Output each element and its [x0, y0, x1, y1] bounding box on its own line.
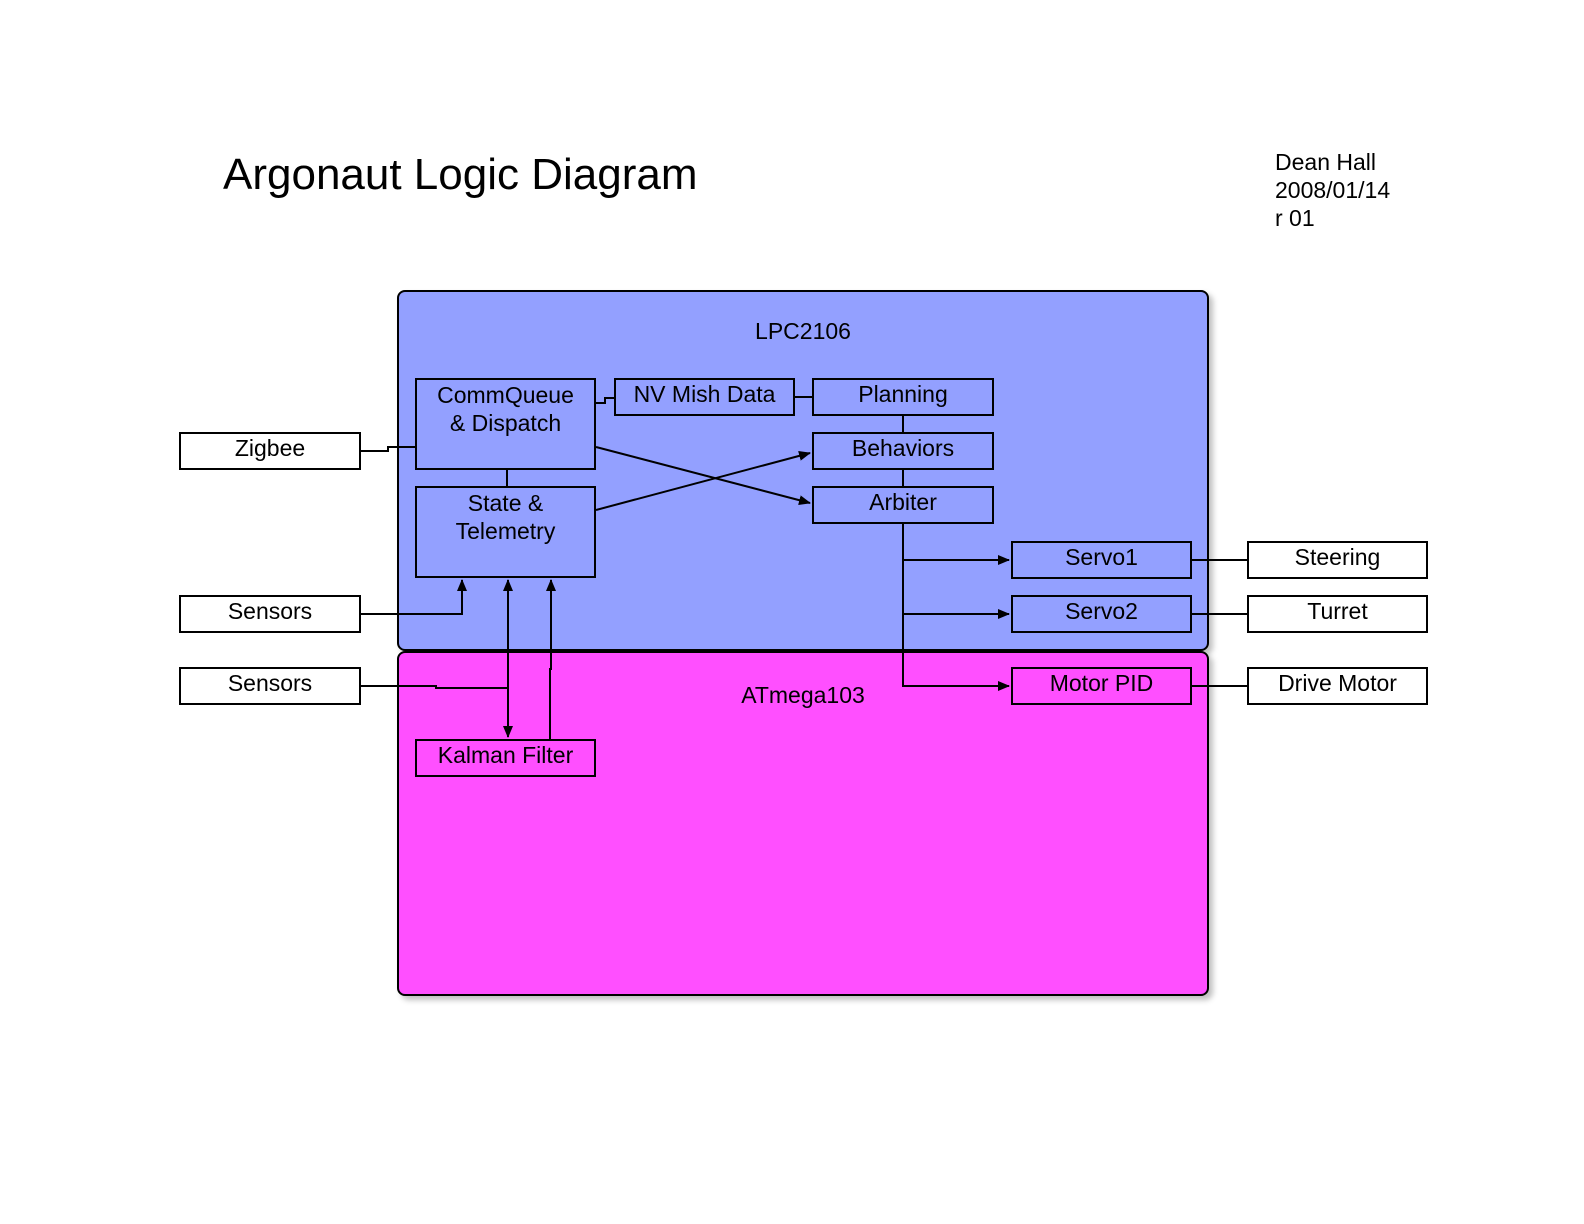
arbiter-block: Arbiter — [812, 486, 994, 524]
date-label: 2008/01/14 — [1275, 177, 1391, 203]
steering-block: Steering — [1247, 541, 1428, 579]
servo1-block: Servo1 — [1011, 541, 1192, 579]
commqueue-line1: CommQueue — [437, 382, 574, 408]
nv-mish-data-block: NV Mish Data — [614, 378, 795, 416]
kalman-filter-block: Kalman Filter — [415, 739, 596, 777]
turret-block: Turret — [1247, 595, 1428, 633]
diagram-title: Argonaut Logic Diagram — [223, 150, 698, 199]
author-label: Dean Hall — [1275, 149, 1376, 175]
drive-motor-block: Drive Motor — [1247, 667, 1428, 705]
atmega103-label: ATmega103 — [741, 682, 865, 708]
lpc2106-label: LPC2106 — [755, 318, 851, 344]
state-line1: State & — [467, 490, 544, 516]
diagram-meta: Dean Hall 2008/01/14 r 01 — [1275, 148, 1390, 232]
sensors-bottom-block: Sensors — [179, 667, 361, 705]
behaviors-block: Behaviors — [812, 432, 994, 470]
state-telemetry-block: State & Telemetry — [415, 486, 596, 578]
planning-block: Planning — [812, 378, 994, 416]
motor-pid-block: Motor PID — [1011, 667, 1192, 705]
zigbee-block: Zigbee — [179, 432, 361, 470]
commqueue-dispatch-block: CommQueue & Dispatch — [415, 378, 596, 470]
revision-label: r 01 — [1275, 205, 1315, 231]
sensors-top-block: Sensors — [179, 595, 361, 633]
state-line2: Telemetry — [455, 518, 556, 544]
commqueue-line2: & Dispatch — [449, 410, 562, 436]
atmega103-region: ATmega103 — [397, 651, 1209, 996]
servo2-block: Servo2 — [1011, 595, 1192, 633]
